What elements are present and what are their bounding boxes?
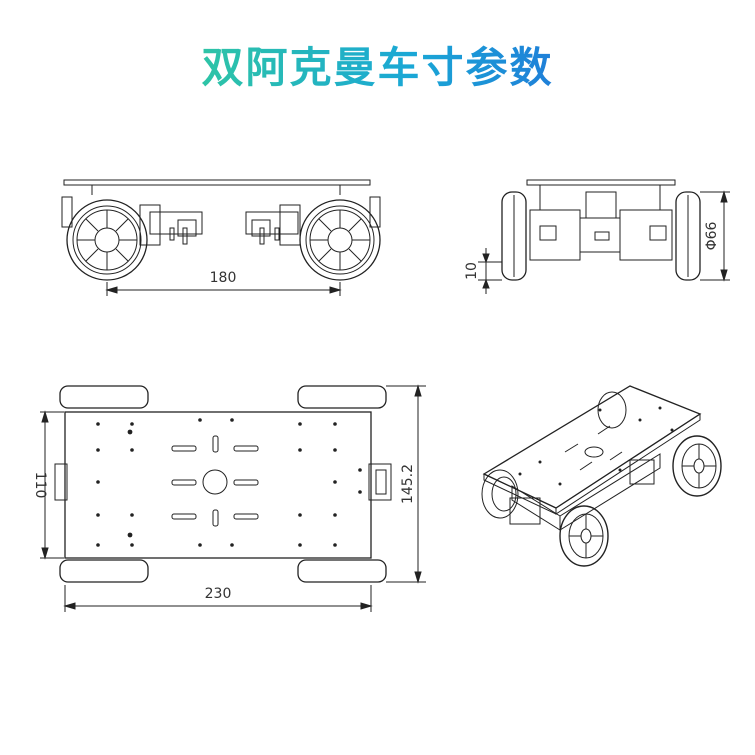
iso-front-right-wheel [672,435,722,497]
dim-wheel-diameter-label: Φ66 [704,221,720,250]
page-title: 双阿克曼车寸参数 [201,43,554,92]
iso-rear-right-wheel [597,391,627,429]
iso-rear-left-wheel [481,469,519,519]
dim-clearance-label: 10 [464,262,480,280]
isometric-view [481,385,722,567]
dim-wheelbase-label: 180 [210,270,237,286]
front-left-wheel [66,199,148,281]
front-right-wheel [299,199,381,281]
dim-width-label: 110 [32,472,48,499]
dim-track-label: 145.2 [400,464,416,504]
top-view [40,384,426,612]
iso-front-left-wheel [559,505,609,567]
front-view [61,179,381,296]
side-view [478,179,730,294]
dim-length-label: 230 [205,586,232,602]
